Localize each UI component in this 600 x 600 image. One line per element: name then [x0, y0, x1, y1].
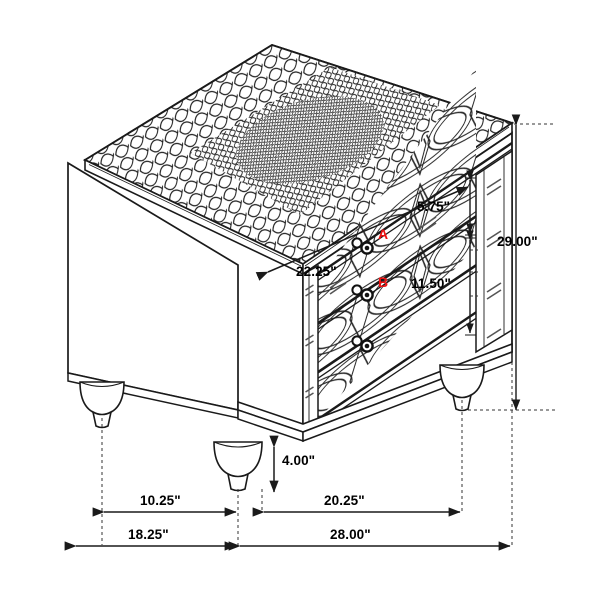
- foot-rear-left: [79, 381, 125, 429]
- right-end-pilaster: [475, 149, 513, 354]
- callout-marker-a: A: [378, 226, 389, 242]
- callout-marker-b: B: [378, 274, 389, 290]
- dim-label-drawer-lower-pair: 11.50": [411, 276, 452, 291]
- dim-drawer-lower-pair: [465, 230, 478, 336]
- dim-label-width-right: 20.25": [324, 493, 365, 508]
- foot-front-center: [213, 441, 263, 492]
- dim-label-drawer-top-height: 5.75": [417, 199, 451, 214]
- knob-pair-drawer-2: [351, 284, 374, 302]
- foot-right: [439, 364, 485, 412]
- knob-pair-drawer-3: [351, 335, 374, 353]
- dim-label-width-overall: 28.00": [330, 527, 371, 542]
- dim-label-drawer-width: 22.25": [296, 264, 337, 279]
- dim-label-height-overall: 29.00": [497, 234, 538, 249]
- dim-label-depth-left: 10.25": [140, 493, 181, 508]
- dim-drawer-width: [255, 186, 469, 281]
- front-corner-pilaster: [302, 264, 319, 434]
- bun-feet: [79, 364, 485, 492]
- dim-label-depth-overall: 18.25": [128, 527, 169, 542]
- dim-label-foot-height: 4.00": [282, 453, 316, 468]
